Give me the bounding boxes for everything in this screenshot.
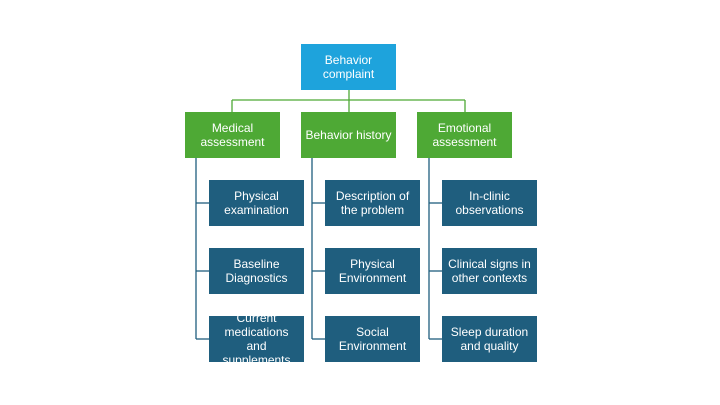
category-emotional-assessment: Emotional assessment [417, 112, 512, 158]
root-node: Behavior complaint [301, 44, 396, 90]
category-medical-assessment: Medical assessment [185, 112, 280, 158]
item-physical-examination: Physical examination [209, 180, 304, 226]
item-clinical-signs-other-contexts: Clinical signs in other contexts [442, 248, 537, 294]
item-in-clinic-observations: In-clinic observations [442, 180, 537, 226]
item-sleep-duration-quality: Sleep duration and quality [442, 316, 537, 362]
item-description-of-problem: Description of the problem [325, 180, 420, 226]
item-physical-environment: Physical Environment [325, 248, 420, 294]
item-social-environment: Social Environment [325, 316, 420, 362]
category-behavior-history: Behavior history [301, 112, 396, 158]
item-baseline-diagnostics: Baseline Diagnostics [209, 248, 304, 294]
item-current-medications: Current medications and supplements [209, 311, 304, 367]
